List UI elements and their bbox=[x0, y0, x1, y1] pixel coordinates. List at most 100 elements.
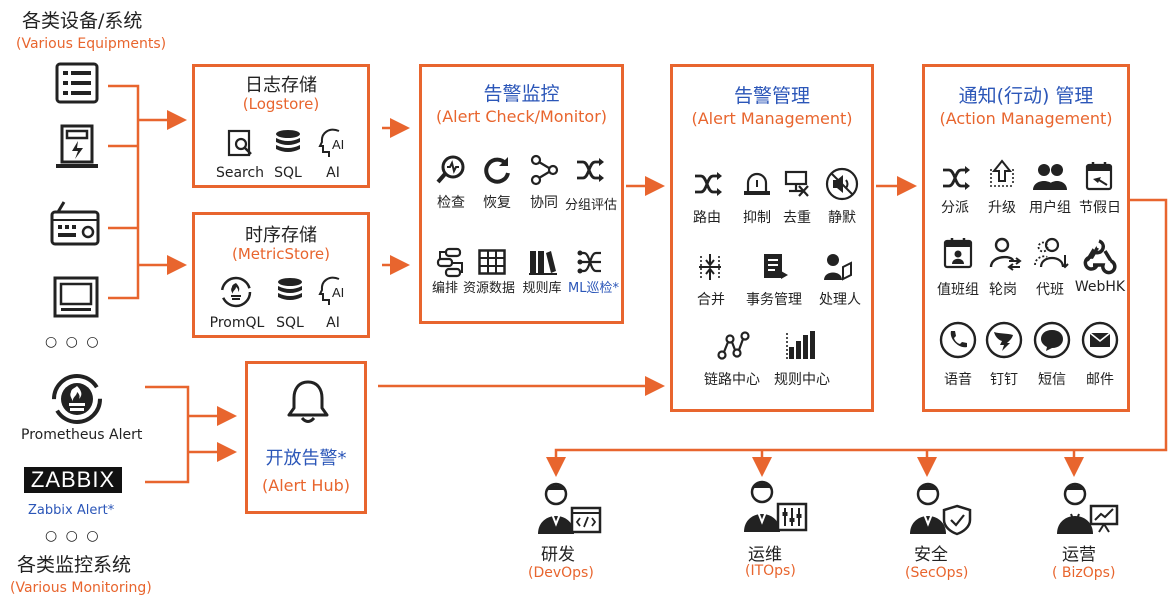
merge-icon bbox=[699, 254, 721, 280]
role-devops-name: 研发 bbox=[541, 545, 575, 565]
database-icon bbox=[278, 278, 302, 300]
alert-check-subtitle: (Alert Check/Monitor) bbox=[435, 107, 608, 126]
dispatch-icon bbox=[943, 166, 970, 190]
alert-check-item-restore: 恢复 bbox=[483, 195, 511, 211]
check-magnifier-icon bbox=[436, 155, 465, 184]
role-secops-name: 安全 bbox=[914, 545, 948, 565]
alert-mgmt-item-merge: 合并 bbox=[697, 292, 725, 308]
action-item-duty-group: 值班组 bbox=[937, 282, 979, 298]
alert-hub-subtitle: (Alert Hub) bbox=[262, 476, 350, 495]
alert-mgmt-item-route: 路由 bbox=[693, 210, 721, 226]
secops-person-icon bbox=[910, 482, 972, 536]
radio-device-icon bbox=[50, 201, 100, 246]
action-item-email: 邮件 bbox=[1086, 372, 1114, 388]
holiday-calendar-icon bbox=[1085, 162, 1113, 191]
action-management-subtitle: (Action Management) bbox=[939, 109, 1113, 128]
power-device-icon bbox=[56, 124, 98, 168]
prometheus-icon bbox=[52, 374, 102, 424]
monitor-device-icon bbox=[53, 276, 99, 318]
action-item-webhook: WebHK bbox=[1074, 279, 1126, 295]
devops-person-icon bbox=[538, 482, 602, 534]
collaborate-icon bbox=[530, 154, 559, 186]
alert-mgmt-item-dedup: 去重 bbox=[783, 210, 811, 226]
alert-mgmt-item-transaction: 事务管理 bbox=[746, 292, 802, 308]
phone-icon bbox=[939, 321, 977, 359]
role-itops-sub: (ITOps) bbox=[745, 563, 796, 579]
webhook-icon bbox=[1083, 239, 1117, 275]
dedup-icon bbox=[784, 170, 809, 197]
alert-mgmt-item-link-center: 链路中心 bbox=[704, 372, 760, 388]
alert-management-subtitle: (Alert Management) bbox=[691, 109, 853, 128]
shuffle-icon bbox=[577, 158, 604, 182]
metricstore-item-ai: AI bbox=[326, 315, 340, 331]
action-item-sms: 短信 bbox=[1038, 372, 1066, 388]
metricstore-item-promql: PromQL bbox=[209, 315, 265, 331]
alert-check-title: 告警监控 bbox=[483, 83, 560, 105]
devices-more-dots: ○ ○ ○ bbox=[45, 334, 101, 350]
logstore-title: 日志存储 bbox=[245, 75, 317, 96]
database-icon bbox=[276, 130, 300, 152]
books-icon bbox=[529, 251, 557, 275]
logstore-item-search: Search bbox=[215, 165, 265, 181]
email-icon bbox=[1081, 321, 1119, 359]
devices-subtitle: (Various Equipments) bbox=[16, 36, 167, 52]
devices-title: 各类设备/系统 bbox=[22, 10, 143, 32]
svg-text:AI: AI bbox=[332, 137, 344, 152]
alert-check-item-check: 检查 bbox=[437, 195, 465, 211]
role-bizops-name: 运营 bbox=[1062, 545, 1096, 565]
monitoring-subtitle: (Various Monitoring) bbox=[10, 580, 152, 596]
table-grid-icon bbox=[478, 249, 506, 275]
search-doc-icon bbox=[227, 129, 252, 157]
alert-hub-box: 开放告警* (Alert Hub) bbox=[245, 361, 367, 514]
ml-patrol-icon bbox=[577, 250, 601, 274]
user-group-icon bbox=[1033, 164, 1067, 190]
role-secops-sub: (SecOps) bbox=[905, 565, 969, 581]
orchestrate-icon bbox=[436, 247, 463, 278]
action-item-substitute: 代班 bbox=[1036, 282, 1064, 298]
alert-mgmt-item-handler: 处理人 bbox=[819, 292, 861, 308]
server-list-icon bbox=[55, 62, 99, 104]
alert-management-title: 告警管理 bbox=[733, 85, 810, 107]
action-item-dingtalk: 钉钉 bbox=[990, 372, 1018, 388]
metricstore-title: 时序存储 bbox=[245, 225, 317, 246]
alert-check-item-orchestrate: 编排 bbox=[431, 281, 458, 296]
monitoring-title: 各类监控系统 bbox=[17, 554, 132, 576]
transaction-doc-icon bbox=[764, 254, 788, 279]
action-item-rotation: 轮岗 bbox=[989, 282, 1017, 298]
link-chain-icon bbox=[717, 331, 750, 360]
alert-check-item-ml-patrol: ML巡检* bbox=[568, 281, 619, 296]
action-item-voice: 语音 bbox=[944, 372, 972, 388]
action-item-user-group: 用户组 bbox=[1029, 200, 1071, 216]
bell-icon bbox=[287, 380, 329, 423]
logstore-subtitle: (Logstore) bbox=[242, 95, 320, 113]
metricstore-box: 时序存储 (MetricStore) AI PromQL SQL AI bbox=[192, 212, 370, 338]
mute-icon bbox=[825, 167, 859, 201]
sms-icon bbox=[1033, 321, 1071, 359]
action-item-holiday: 节假日 bbox=[1079, 200, 1121, 216]
duty-roster-icon bbox=[943, 238, 973, 269]
handler-person-icon bbox=[824, 254, 852, 281]
alert-mgmt-item-suppress: 抑制 bbox=[743, 210, 771, 226]
route-icon bbox=[695, 172, 722, 196]
rotation-icon bbox=[989, 237, 1022, 271]
action-item-escalate: 升级 bbox=[988, 200, 1016, 216]
logstore-box: 日志存储 (Logstore) AI Search SQL AI bbox=[192, 64, 370, 188]
escalate-icon bbox=[990, 159, 1014, 187]
restore-icon bbox=[484, 157, 510, 184]
metricstore-subtitle: (MetricStore) bbox=[232, 245, 330, 263]
alert-check-item-group-eval: 分组评估 bbox=[564, 198, 617, 213]
logstore-item-ai: AI bbox=[326, 165, 340, 181]
alert-check-item-resource-data: 资源数据 bbox=[462, 281, 515, 296]
suppress-icon bbox=[744, 172, 770, 195]
svg-text:AI: AI bbox=[332, 285, 344, 300]
itops-person-icon bbox=[744, 480, 808, 532]
action-management-title: 通知(行动) 管理 bbox=[958, 85, 1094, 107]
alert-hub-title: 开放告警* bbox=[265, 448, 347, 469]
logstore-item-sql: SQL bbox=[274, 165, 302, 181]
zabbix-logo: ZABBIX bbox=[24, 467, 122, 493]
ai-head-icon: AI bbox=[318, 128, 344, 157]
dingtalk-icon bbox=[985, 321, 1023, 359]
action-item-dispatch: 分派 bbox=[941, 200, 969, 216]
alert-check-box: 告警监控 (Alert Check/Monitor) 检查 恢复 协同 分组评估 bbox=[419, 64, 624, 324]
